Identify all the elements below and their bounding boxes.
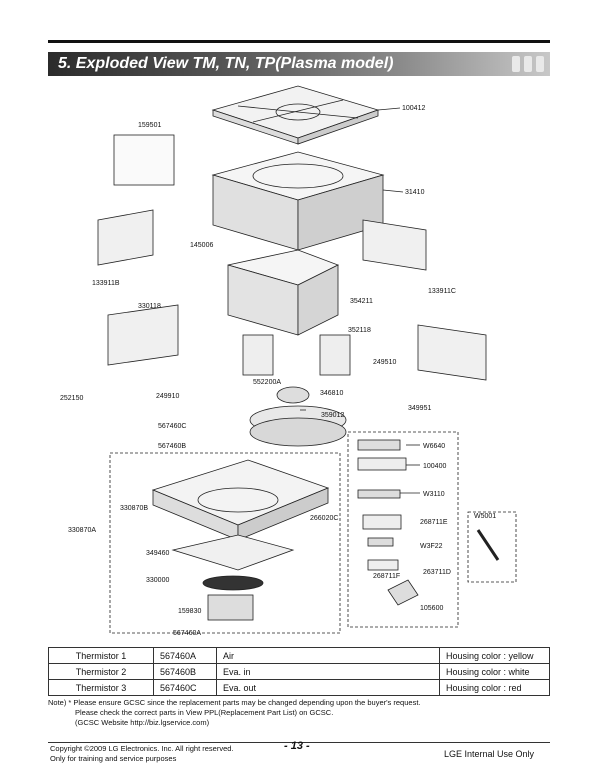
note-line: Note) * Please ensure GCSC since the rep… <box>48 698 421 707</box>
thermistor-name: Thermistor 3 <box>48 679 154 696</box>
part-label: 352118 <box>348 327 371 334</box>
part-label: 567460B <box>158 443 186 450</box>
part-label: 349951 <box>408 405 431 412</box>
table-row: Thermistor 1 567460A Air Housing color :… <box>48 647 550 664</box>
exploded-view-drawing: 100412 159501 31410 145006 133911C 13391… <box>60 85 517 637</box>
part-label: 346810 <box>320 390 343 397</box>
part-label: 249510 <box>373 359 396 366</box>
part-code: 567460C <box>153 679 217 696</box>
part-label: 330000 <box>146 577 169 584</box>
note-block: Note) * Please ensure GCSC since the rep… <box>48 698 550 728</box>
part-label: W5001 <box>474 513 496 520</box>
table-row: Thermistor 2 567460B Eva. in Housing col… <box>48 663 550 680</box>
part-label: 252150 <box>60 395 83 402</box>
part-label: 263711D <box>423 569 451 576</box>
sensor-location: Air <box>216 647 440 664</box>
part-label: 567460A <box>173 630 201 637</box>
thermistor-table: Thermistor 1 567460A Air Housing color :… <box>48 647 550 696</box>
part-label: 159501 <box>138 122 161 129</box>
sensor-location: Eva. in <box>216 663 440 680</box>
top-rule <box>48 40 550 43</box>
thermistor-name: Thermistor 2 <box>48 663 154 680</box>
part-label: 105600 <box>420 605 443 612</box>
part-label: 349460 <box>146 550 169 557</box>
part-callouts: 100412 159501 31410 145006 133911C 13391… <box>60 105 496 637</box>
part-label: 330118 <box>138 303 161 310</box>
housing-color: Housing color : red <box>439 679 550 696</box>
banner-decoration <box>508 56 544 72</box>
part-label: 31410 <box>405 189 425 196</box>
part-label: 145006 <box>190 242 213 249</box>
note-line: Please check the correct parts in View P… <box>75 708 334 717</box>
section-banner: 5. Exploded View TM, TN, TP(Plasma model… <box>48 52 550 76</box>
page-number: - 13 - <box>284 740 310 752</box>
part-label: 266020C <box>310 515 338 522</box>
copyright-text: Copyright ©2009 LG Electronics. Inc. All… <box>50 744 234 753</box>
part-label: 133911C <box>428 288 456 295</box>
part-label: W3F22 <box>420 543 443 550</box>
part-label: 268711F <box>373 573 400 580</box>
section-title: 5. Exploded View TM, TN, TP(Plasma model… <box>58 55 394 72</box>
sensor-location: Eva. out <box>216 679 440 696</box>
part-label: 268711E <box>420 519 448 526</box>
part-code: 567460B <box>153 663 217 680</box>
part-label: 359012 <box>321 412 344 419</box>
part-label: 354211 <box>350 298 373 305</box>
part-label: 552200A <box>253 379 281 386</box>
part-label: 330870B <box>120 505 148 512</box>
part-label: 133911B <box>92 280 120 287</box>
part-label: 330870A <box>68 527 96 534</box>
part-label: W3110 <box>423 491 445 498</box>
exploded-view-diagram: 100412 159501 31410 145006 133911C 13391… <box>48 80 550 640</box>
housing-color: Housing color : white <box>439 663 550 680</box>
table-row: Thermistor 3 567460C Eva. out Housing co… <box>48 679 550 696</box>
footer-copyright: Copyright ©2009 LG Electronics. Inc. All… <box>50 744 234 764</box>
part-label: 567460C <box>158 423 186 430</box>
purpose-text: Only for training and service purposes <box>50 754 177 763</box>
part-label: 159830 <box>178 608 201 615</box>
part-label: 249910 <box>156 393 179 400</box>
internal-use-label: LGE Internal Use Only <box>444 749 535 759</box>
footer-rule <box>48 742 550 743</box>
part-label: 100400 <box>423 463 446 470</box>
part-label: 100412 <box>402 105 425 112</box>
housing-color: Housing color : yellow <box>439 647 550 664</box>
note-line: (GCSC Website http://biz.lgservice.com) <box>75 718 210 727</box>
part-code: 567460A <box>153 647 217 664</box>
thermistor-name: Thermistor 1 <box>48 647 154 664</box>
part-label: W6640 <box>423 443 445 450</box>
